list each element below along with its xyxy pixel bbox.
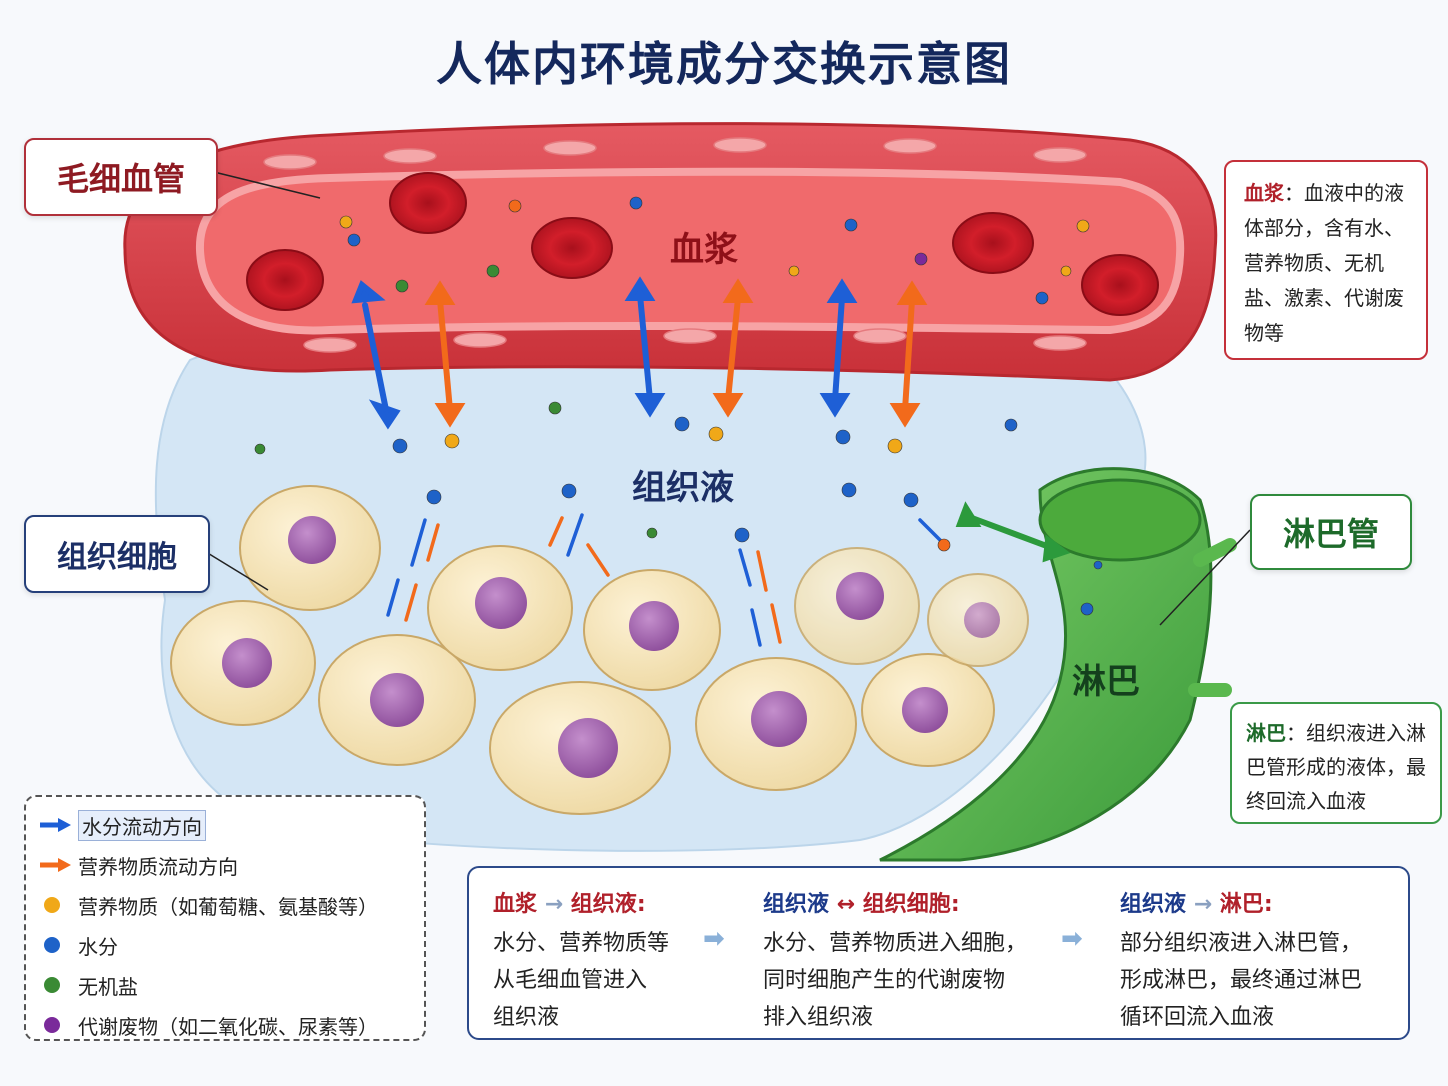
tissue-cell-label: 组织细胞	[24, 515, 210, 593]
lymph-vessel-label: 淋巴管	[1250, 494, 1412, 570]
summary-line: 排入组织液	[763, 1005, 874, 1030]
legend-label: 水分	[78, 934, 118, 959]
summary-heading: 组织液 → 淋巴:	[1120, 892, 1273, 917]
red-blood-cells	[246, 172, 1159, 316]
summary-line: 组织液	[493, 1005, 560, 1030]
legend-label: 无机盐	[78, 974, 138, 999]
summary-line: 从毛细血管进入	[493, 968, 648, 993]
summary-arrow-icon: ➡	[1061, 924, 1083, 954]
summary-fluid-to-lymph: 组织液 → 淋巴: 部分组织液进入淋巴管， 形成淋巴，最终通过淋巴 循环回流入血…	[1120, 886, 1362, 1036]
legend-label: 水分流动方向	[78, 809, 206, 841]
legend-item: 营养物质（如葡萄糖、氨基酸等）	[38, 885, 412, 925]
lymph-note-colon: ：	[1286, 721, 1306, 745]
plasma-note-colon: ：	[1284, 181, 1304, 205]
summary-fluid-to-cell: 组织液 ↔ 组织细胞: 水分、营养物质进入细胞， 同时细胞产生的代谢废物 排入组…	[763, 886, 1027, 1036]
water-arrow-icon	[40, 818, 71, 832]
plasma-note-text: 血液中的液体部分，含有水、营养物质、无机盐、激素、代谢废物等	[1244, 181, 1404, 345]
particles	[254, 196, 1103, 616]
nutrient-arrow-icon	[40, 858, 71, 872]
waste-dot-icon	[44, 1017, 60, 1033]
legend-item: 代谢废物（如二氧化碳、尿素等）	[38, 1005, 412, 1045]
plasma-note-term: 血浆	[1244, 181, 1284, 205]
lymph-vessel	[879, 467, 1237, 862]
summary-panel: 血浆 → 组织液: 水分、营养物质等 从毛细血管进入 组织液 ➡ 组织液 ↔ 组…	[467, 866, 1410, 1040]
legend-item: 水分流动方向	[38, 805, 412, 845]
leader-lines	[205, 171, 1251, 626]
lymph-note-text: 组织液进入淋巴管形成的液体，最终回流入血液	[1246, 721, 1426, 813]
summary-plasma-to-fluid: 血浆 → 组织液: 水分、营养物质等 从毛细血管进入 组织液	[493, 886, 669, 1036]
plasma-note: 血浆：血液中的液体部分，含有水、营养物质、无机盐、激素、代谢废物等	[1224, 160, 1428, 360]
legend-item: 无机盐	[38, 965, 412, 1005]
summary-line: 水分、营养物质进入细胞，	[763, 931, 1028, 956]
legend-label: 营养物质（如葡萄糖、氨基酸等）	[78, 894, 378, 919]
summary-arrow-icon: ➡	[703, 924, 725, 954]
nutrient-dot-icon	[44, 897, 60, 913]
tissue-fluid-label: 组织液	[632, 468, 734, 508]
plasma-label: 血浆	[670, 230, 738, 270]
cell-exchange-arrows	[386, 513, 942, 647]
summary-line: 水分、营养物质等	[493, 931, 670, 956]
water-dot-icon	[44, 937, 60, 953]
legend-item: 水分	[38, 925, 412, 965]
summary-line: 循环回流入血液	[1120, 1005, 1275, 1030]
summary-line: 部分组织液进入淋巴管，	[1120, 931, 1363, 956]
legend-item: 营养物质流动方向	[38, 845, 412, 885]
tissue-cells	[170, 485, 1029, 815]
capillary-label: 毛细血管	[24, 138, 218, 216]
page-title: 人体内环境成分交换示意图	[436, 37, 1012, 91]
lymph-note-term: 淋巴	[1246, 721, 1286, 745]
legend-label: 代谢废物（如二氧化碳、尿素等）	[78, 1014, 378, 1039]
summary-heading: 组织液 ↔ 组织细胞:	[763, 892, 960, 917]
salt-dot-icon	[44, 977, 60, 993]
legend-label: 营养物质流动方向	[78, 854, 238, 879]
lymph-label: 淋巴	[1072, 662, 1140, 702]
legend: 水分流动方向 营养物质流动方向 营养物质（如葡萄糖、氨基酸等） 水分 无机盐 代…	[24, 795, 426, 1041]
summary-line: 同时细胞产生的代谢废物	[763, 968, 1006, 993]
summary-line: 形成淋巴，最终通过淋巴	[1120, 968, 1363, 993]
summary-heading: 血浆 → 组织液:	[493, 892, 646, 917]
lymph-note: 淋巴：组织液进入淋巴管形成的液体，最终回流入血液	[1230, 702, 1442, 824]
exchange-arrows	[351, 276, 1071, 563]
